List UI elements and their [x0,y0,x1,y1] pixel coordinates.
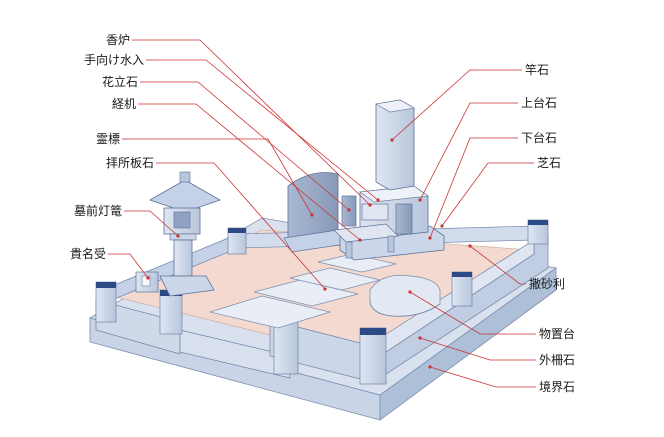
storage-stand [369,274,441,317]
post-entrance-right [359,327,387,385]
label-sotosaku: 外柵石 [539,353,575,367]
post-back-right [527,219,549,245]
label-haisho: 拝所板石 [106,156,154,170]
post-back-left [227,227,247,255]
label-hanatate: 花立石 [102,74,138,89]
label-temizu: 手向け水入 [84,52,144,67]
paving-stones [208,253,397,329]
label-saoishi: 竿石 [525,62,549,77]
label-reihyo: 霊標 [96,132,120,146]
label-shiba: 芝石 [537,155,561,170]
label-kimei: 貴名受 [70,246,106,261]
post-front-left [95,281,117,323]
stone-lantern [149,171,221,297]
label-kyokai: 境界石 [539,379,575,394]
label-toro: 墓前灯篭 [74,203,122,218]
labels-left: 香炉 手向け水入 花立石 経机 霊標 拝所板石 墓前灯篭 貴名受 [70,33,154,261]
labels-right: 竿石 上台石 下台石 芝石 撒砂利 物置台 外柵石 境界石 [521,62,575,394]
post-right-mid [451,271,473,307]
name-receiver [135,271,159,293]
post-front-mid [159,289,183,335]
label-monooki: 物置台 [539,326,575,341]
leader-lines [108,39,536,388]
label-jodai: 上台石 [521,95,557,110]
label-kyozukue: 経机 [112,97,136,111]
grave-main [333,99,445,261]
label-koro: 香炉 [106,33,130,47]
label-jari: 撒砂利 [529,276,565,291]
label-gedai: 下台石 [521,130,557,145]
